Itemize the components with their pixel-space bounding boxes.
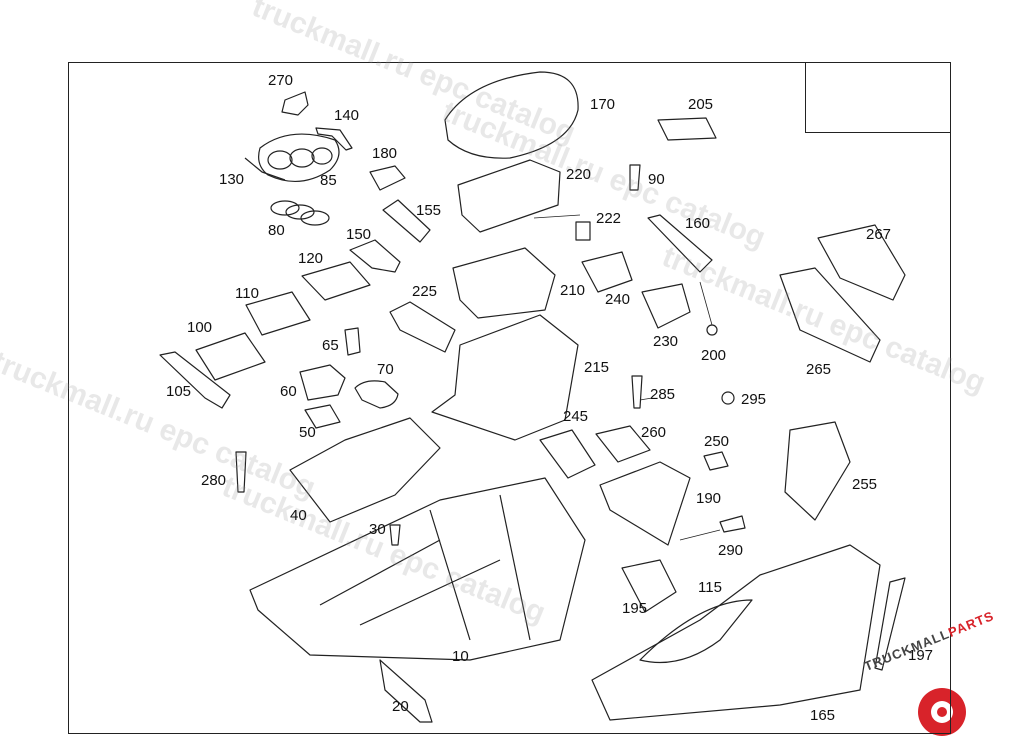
part-50-shape	[304, 404, 341, 429]
part-65-shape	[344, 327, 361, 356]
part-245-shape	[539, 429, 596, 479]
part-225-shape	[389, 301, 456, 353]
part-label: 160	[685, 215, 711, 232]
part-222-shape	[575, 221, 591, 241]
part-195-shape	[621, 559, 677, 613]
part-130-shape	[244, 157, 286, 181]
part-265-shape	[779, 267, 881, 363]
part-190-shape	[599, 461, 691, 546]
part-label: 20	[392, 698, 409, 715]
part-label: 205	[688, 96, 714, 113]
part-155-shape	[382, 199, 431, 243]
part-70-shape	[354, 380, 399, 409]
part-10-shape	[249, 477, 586, 661]
part-105-shape	[159, 351, 231, 409]
part-label: 80	[268, 222, 285, 239]
part-285-shape	[631, 375, 643, 409]
part-label: 222	[596, 210, 622, 227]
part-280-shape	[235, 451, 247, 493]
part-label: 130	[219, 171, 245, 188]
part-20-shape	[379, 659, 433, 723]
truckmall-logo-icon	[918, 688, 966, 736]
vehicle-locator-inset	[805, 62, 951, 133]
part-label: 165	[810, 707, 836, 724]
part-120-shape	[301, 261, 371, 301]
diagram-frame	[68, 62, 951, 734]
part-150-shape	[349, 239, 401, 273]
part-label: 60	[280, 383, 297, 400]
part-label: 225	[412, 283, 438, 300]
part-255-shape	[784, 421, 851, 521]
part-220-shape	[457, 159, 561, 233]
part-label: 65	[322, 337, 339, 354]
part-100-shape	[195, 332, 266, 381]
part-label: 180	[372, 145, 398, 162]
part-label: 70	[377, 361, 394, 378]
part-250-shape	[703, 451, 729, 471]
part-label: 290	[718, 542, 744, 559]
part-label: 265	[806, 361, 832, 378]
part-110-shape	[245, 291, 311, 336]
part-label: 210	[560, 282, 586, 299]
part-180-shape	[369, 165, 406, 191]
part-197-shape	[874, 577, 906, 671]
part-label: 110	[235, 285, 259, 302]
part-label: 220	[566, 166, 592, 183]
part-label: 50	[299, 424, 316, 441]
part-290-shape	[719, 515, 746, 533]
part-label: 170	[590, 96, 616, 113]
part-205-shape	[657, 117, 717, 141]
part-label: 295	[741, 391, 767, 408]
part-40-shape	[289, 417, 441, 523]
part-label: 40	[290, 507, 307, 524]
part-label: 195	[622, 600, 648, 617]
part-60-shape	[299, 364, 346, 401]
part-115-shape	[639, 599, 753, 663]
part-267-shape	[817, 224, 906, 301]
part-label: 90	[648, 171, 665, 188]
part-90-shape	[629, 164, 641, 191]
part-160-shape	[647, 214, 713, 273]
part-label: 215	[584, 359, 610, 376]
part-label: 250	[704, 433, 730, 450]
part-85-shape	[258, 133, 340, 183]
part-label: 140	[334, 107, 360, 124]
part-label: 260	[641, 424, 667, 441]
part-label: 230	[653, 333, 679, 350]
part-label: 270	[268, 72, 294, 89]
part-label: 10	[452, 648, 469, 665]
part-label: 267	[866, 226, 892, 243]
part-label: 155	[416, 202, 442, 219]
part-label: 105	[166, 383, 192, 400]
part-label: 120	[298, 250, 324, 267]
part-label: 100	[187, 319, 213, 336]
part-label: 85	[320, 172, 337, 189]
part-230-shape	[641, 283, 691, 329]
part-170-shape	[444, 71, 579, 159]
part-30-shape	[389, 524, 401, 546]
part-label: 115	[698, 579, 722, 596]
part-240-shape	[581, 251, 633, 293]
part-210-shape	[452, 247, 556, 319]
part-label: 280	[201, 472, 227, 489]
part-label: 150	[346, 226, 372, 243]
part-260-shape	[595, 425, 651, 463]
part-label: 30	[369, 521, 386, 538]
part-label: 200	[701, 347, 727, 364]
part-270-shape	[281, 91, 309, 116]
part-label: 240	[605, 291, 631, 308]
part-label: 190	[696, 490, 722, 507]
part-label: 245	[563, 408, 589, 425]
part-label: 285	[650, 386, 676, 403]
part-label: 197	[908, 647, 934, 664]
part-215-shape	[431, 314, 579, 441]
part-label: 255	[852, 476, 878, 493]
part-140-shape	[315, 127, 353, 151]
